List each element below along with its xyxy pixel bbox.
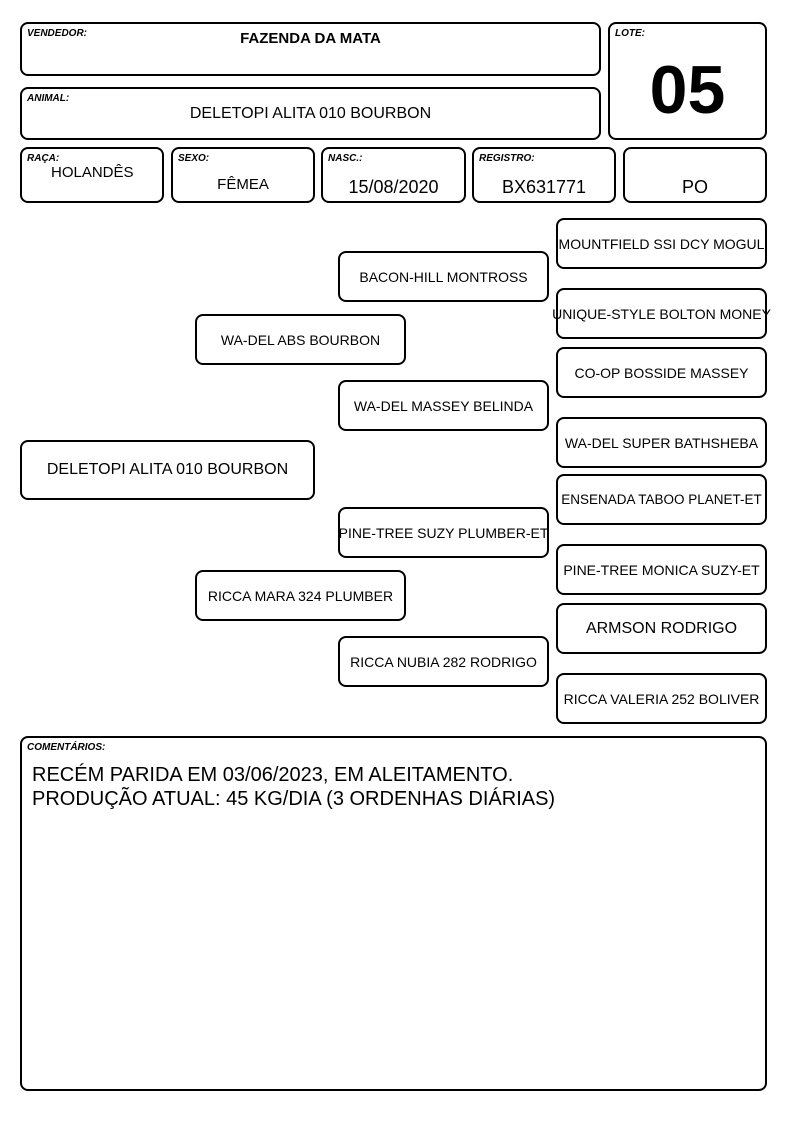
raca-value: HOLANDÊS: [51, 164, 134, 181]
comments-line-1: RECÉM PARIDA EM 03/06/2023, EM ALEITAMEN…: [32, 764, 514, 786]
sexo-box: SEXO: FÊMEA: [171, 147, 315, 203]
pedigree-ggp-6: PINE-TREE MONICA SUZY-ET: [556, 544, 767, 595]
pedigree-dam-sire: PINE-TREE SUZY PLUMBER-ET: [338, 507, 549, 558]
sexo-label: SEXO:: [178, 153, 210, 164]
vendedor-label: VENDEDOR:: [27, 28, 88, 39]
raca-label: RAÇA:: [27, 153, 60, 164]
registro-label: REGISTRO:: [479, 153, 535, 164]
raca-box: RAÇA: HOLANDÊS: [20, 147, 164, 203]
pedigree-sire-dam: WA-DEL MASSEY BELINDA: [338, 380, 549, 431]
comments-line-2: PRODUÇÃO ATUAL: 45 KG/DIA (3 ORDENHAS DI…: [32, 788, 556, 810]
pedigree-ggp-4: WA-DEL SUPER BATHSHEBA: [556, 417, 767, 468]
pedigree-ggp-8: RICCA VALERIA 252 BOLIVER: [556, 673, 767, 724]
lote-value: 05: [649, 52, 726, 128]
pedigree-sire-sire: BACON-HILL MONTROSS: [338, 251, 549, 302]
pedigree-dam: RICCA MARA 324 PLUMBER: [195, 570, 406, 621]
pedigree-ggp-5: ENSENADA TABOO PLANET-ET: [556, 474, 767, 525]
grau-box: PO: [623, 147, 767, 203]
pedigree-ggp-2: UNIQUE-STYLE BOLTON MONEY: [552, 288, 771, 339]
registro-box: REGISTRO: BX631771: [472, 147, 616, 203]
nasc-label: NASC.:: [328, 153, 363, 164]
vendedor-value: FAZENDA DA MATA: [240, 30, 381, 47]
animal-value: DELETOPI ALITA 010 BOURBON: [189, 105, 432, 122]
comments-box: COMENTÁRIOS: RECÉM PARIDA EM 03/06/2023,…: [20, 736, 767, 1091]
animal-box: ANIMAL: DELETOPI ALITA 010 BOURBON: [20, 87, 601, 140]
pedigree-ggp-7: ARMSON RODRIGO: [556, 603, 767, 654]
nasc-box: NASC.: 15/08/2020: [321, 147, 466, 203]
lote-label: LOTE:: [615, 28, 645, 39]
pedigree-ggp-1: MOUNTFIELD SSI DCY MOGUL: [556, 218, 767, 269]
pedigree-ggp-3: CO-OP BOSSIDE MASSEY: [556, 347, 767, 398]
nasc-value: 15/08/2020: [348, 177, 439, 197]
registro-value: BX631771: [501, 177, 587, 197]
pedigree-sire: WA-DEL ABS BOURBON: [195, 314, 406, 365]
pedigree-dam-dam: RICCA NUBIA 282 RODRIGO: [338, 636, 549, 687]
grau-value: PO: [681, 177, 708, 197]
animal-label: ANIMAL:: [27, 93, 70, 104]
comments-label: COMENTÁRIOS:: [27, 742, 106, 753]
sexo-value: FÊMEA: [217, 176, 269, 193]
vendedor-box: VENDEDOR: FAZENDA DA MATA: [20, 22, 601, 76]
lote-box: LOTE: 05: [608, 22, 767, 140]
pedigree-animal: DELETOPI ALITA 010 BOURBON: [20, 440, 315, 500]
